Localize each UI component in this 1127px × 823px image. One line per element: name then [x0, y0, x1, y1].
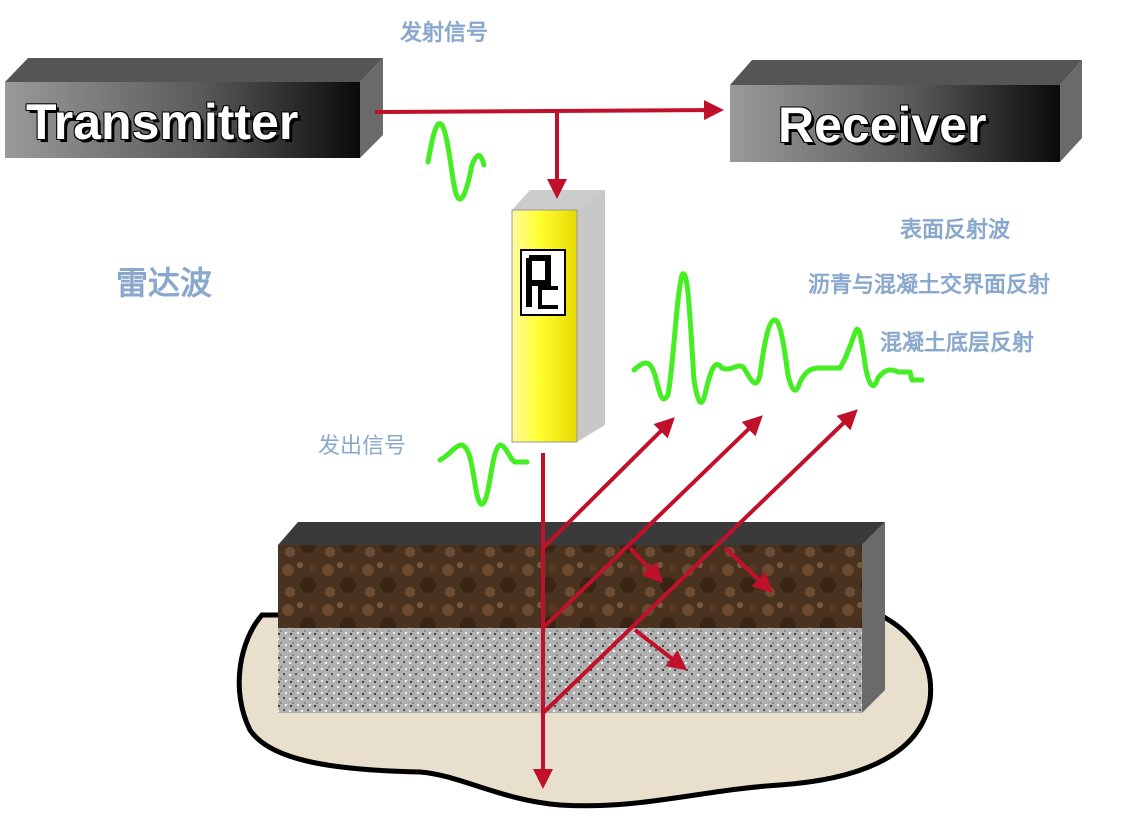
refract-arrow-3 — [633, 628, 688, 671]
tx-wave — [425, 121, 487, 202]
surface-reflect-arrow — [541, 417, 675, 550]
output-wave — [437, 442, 530, 507]
bottom-reflection-label: 混凝土底层反射 — [880, 331, 1035, 356]
transmitter-box — [5, 58, 383, 158]
emitted-signal-top-label: 发射信号 — [400, 21, 489, 46]
refract-arrow-1 — [628, 546, 663, 583]
asphalt-layer — [278, 545, 862, 628]
interface-reflect-arrow — [541, 415, 763, 630]
refract-arrow-2 — [723, 546, 773, 593]
road-slab — [278, 522, 885, 713]
receiver-box — [730, 60, 1082, 162]
output-signal-label: 发出信号 — [318, 434, 407, 459]
signal-arrows — [374, 100, 858, 789]
bottom-reflect-arrow — [541, 409, 858, 715]
antenna — [511, 190, 605, 443]
transmitter-label: Transmitter — [26, 94, 299, 150]
concrete-layer — [278, 628, 862, 713]
surface-reflection-label: 表面反射波 — [900, 218, 1011, 243]
tx-rx-arrow — [374, 100, 724, 121]
reflection-wave — [631, 271, 925, 405]
interface-reflection-label: 沥青与混凝土交界面反射 — [808, 273, 1051, 298]
receiver-label: Receiver — [778, 97, 987, 153]
radar-wave-label: 雷达波 — [116, 264, 213, 302]
waveforms — [425, 121, 925, 507]
